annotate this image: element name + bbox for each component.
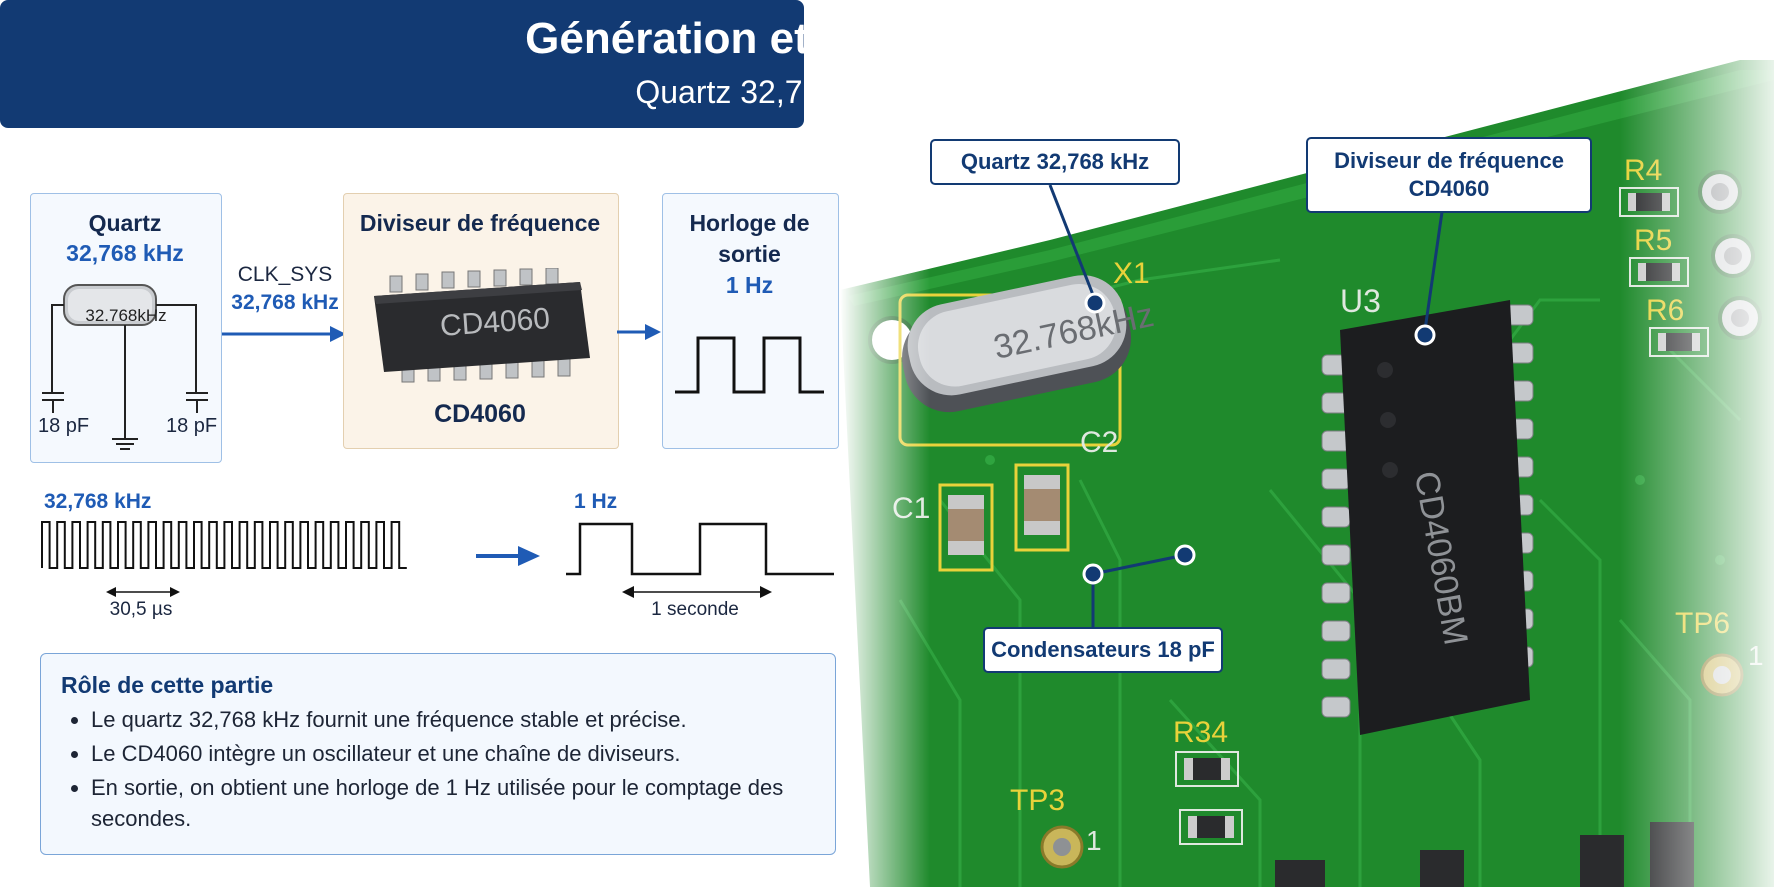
output-square-wave (675, 336, 824, 394)
silk-r34: R34 (1173, 716, 1228, 749)
cap-right-label: 18 pF (166, 415, 218, 437)
quartz-schematic (42, 284, 208, 450)
divider-block-title: Diviseur de fréquence (359, 210, 601, 236)
fast-wave-label: 32,768 kHz (44, 490, 152, 513)
callout-divider-line2: CD4060 (1408, 176, 1490, 201)
fast-wave-period: 30,5 µs (109, 599, 173, 620)
role-heading: Rôle de cette partie (61, 672, 274, 698)
pcb-board (840, 60, 1774, 887)
pcb-photo: 32.768kHz X1 C1 C2 U3 CD4060BM R4 R5 R6 … (840, 0, 1774, 887)
role-list: Le quartz 32,768 kHz fournit une fréquen… (63, 704, 831, 837)
quartz-block-freq: 32,768 kHz (66, 240, 184, 266)
role-item: Le CD4060 intègre un oscillateur et une … (91, 738, 831, 769)
role-item: Le quartz 32,768 kHz fournit une fréquen… (91, 704, 831, 735)
clk-signal-freq: 32,768 kHz (231, 291, 339, 314)
silk-c2: C2 (1080, 426, 1118, 459)
title-banner: Génération et division de l’horloge Quar… (0, 0, 1249, 128)
silk-tp3: TP3 (1010, 784, 1065, 817)
clk-signal-name: CLK_SYS (237, 263, 333, 286)
slow-wave-label: 1 Hz (574, 490, 618, 513)
output-title-line2: sortie (718, 241, 781, 267)
role-item: En sortie, on obtient une horloge de 1 H… (91, 772, 831, 834)
callout-divider: Diviseur de fréquence CD4060 (1306, 137, 1592, 213)
quartz-block-title: Quartz (88, 210, 162, 236)
arrow-divider-to-output (617, 324, 661, 340)
slow-waveform (566, 522, 834, 598)
cd4060-chip-illustration (374, 268, 590, 383)
arrow-quartz-to-divider (222, 326, 346, 342)
fast-waveform (41, 521, 407, 597)
callout-quartz: Quartz 32,768 kHz (930, 139, 1180, 185)
silk-u3: U3 (1340, 283, 1381, 319)
callout-capacitors: Condensateurs 18 pF (983, 627, 1223, 673)
output-freq: 1 Hz (725, 272, 774, 298)
role-box: Rôle de cette partie Le quartz 32,768 kH… (40, 653, 836, 855)
divider-caption: CD4060 (434, 400, 526, 428)
callout-divider-line1: Diviseur de fréquence (1334, 148, 1564, 173)
output-block (662, 193, 839, 449)
silk-x1: X1 (1113, 257, 1150, 290)
silk-pin1-tp3: 1 (1086, 825, 1102, 856)
arrow-fast-to-slow (476, 546, 540, 566)
cap-left-label: 18 pF (38, 415, 90, 437)
slow-wave-period: 1 seconde (651, 599, 739, 620)
output-title-line1: Horloge de (689, 210, 810, 236)
quartz-chip-label: 32.768kHz (85, 306, 167, 325)
